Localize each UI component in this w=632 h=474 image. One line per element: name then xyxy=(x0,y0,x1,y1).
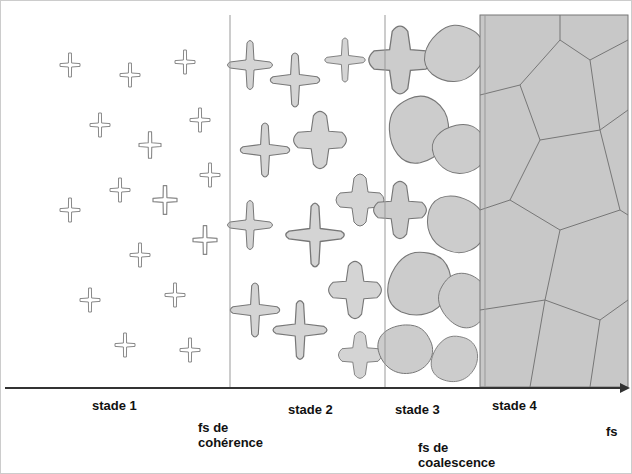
stage-label: stade 2 xyxy=(288,402,333,417)
axis-label: fs de cohérence xyxy=(198,420,278,450)
axis-label: fs xyxy=(606,424,618,439)
fs-axis xyxy=(5,387,628,389)
axis-label: fs de coalescence xyxy=(418,440,508,470)
stage-label: stade 4 xyxy=(492,398,537,413)
dendrites xyxy=(228,38,385,378)
nuclei xyxy=(60,50,220,362)
stage-separators xyxy=(230,15,485,388)
grain-network xyxy=(480,15,628,387)
stage-label: stade 3 xyxy=(395,402,440,417)
stage-label: stade 1 xyxy=(92,398,137,413)
